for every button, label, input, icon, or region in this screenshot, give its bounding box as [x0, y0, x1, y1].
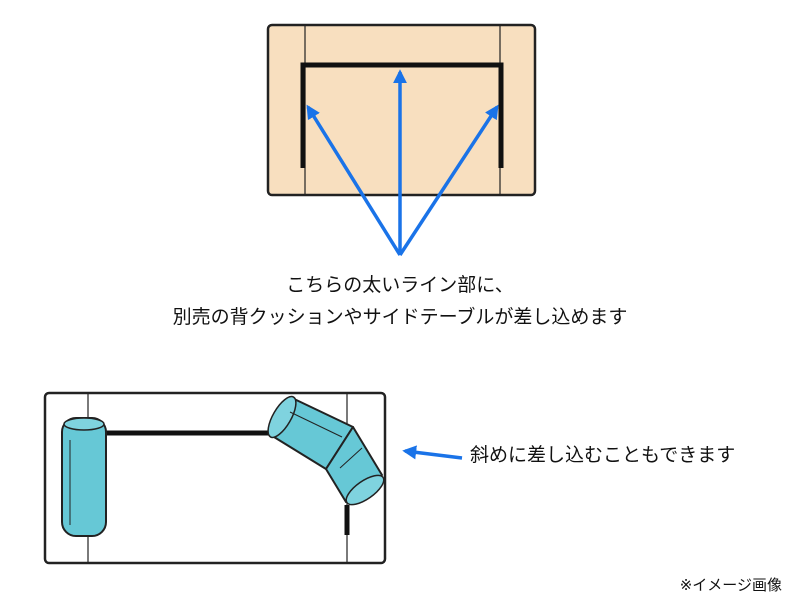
diagonal-insert-note: 斜めに差し込むこともできます	[470, 444, 736, 466]
side-cushion-left	[61, 417, 107, 537]
pointer-arrows	[306, 69, 499, 256]
angled-cushion-lower	[325, 426, 385, 506]
angled-cushion-upper	[267, 395, 354, 470]
arrow-left	[306, 104, 402, 256]
arrow-right	[398, 104, 499, 256]
insertion-rail-top	[300, 62, 504, 168]
arrow-side-note	[402, 445, 463, 460]
insertion-rail-bottom	[100, 430, 350, 535]
caption-line-2: 別売の背クッションやサイドテーブルが差し込めます	[172, 306, 628, 328]
caption-line-1: こちらの太いライン部に、	[286, 274, 514, 296]
sofa-bottom-view	[43, 391, 387, 565]
image-disclaimer: ※イメージ画像	[679, 576, 782, 594]
